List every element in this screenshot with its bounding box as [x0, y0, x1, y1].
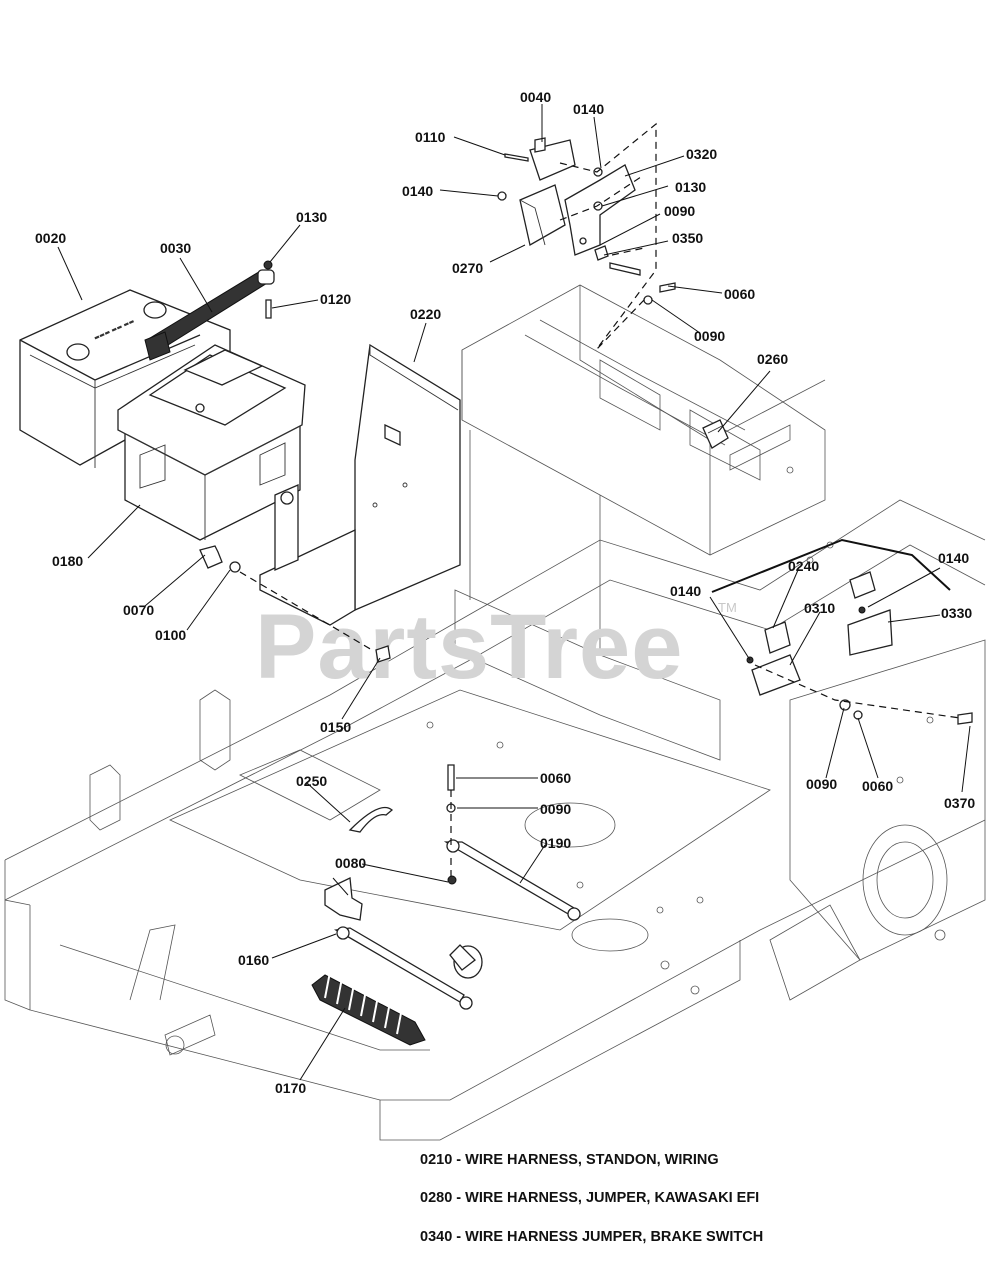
- callout-0090-right: 0090: [806, 776, 837, 792]
- callout-0170: 0170: [275, 1080, 306, 1096]
- hardware: [199, 260, 973, 885]
- callout-0060-lower: 0060: [540, 770, 571, 786]
- leader-lines: [57, 104, 971, 1081]
- callout-0060-right: 0060: [862, 778, 893, 794]
- battery-box: [117, 344, 306, 541]
- callout-0180: 0180: [52, 553, 83, 569]
- callout-0090-mid: 0090: [694, 328, 725, 344]
- callout-0350: 0350: [672, 230, 703, 246]
- callout-labels: 0040 0140 0110 0320 0140 0130 0090 0350 …: [35, 89, 975, 1096]
- note-0210: 0210 - WIRE HARNESS, STANDON, WIRING: [420, 1152, 719, 1168]
- callout-0140-mid: 0140: [670, 583, 701, 599]
- callout-0100: 0100: [155, 627, 186, 643]
- callout-0150: 0150: [320, 719, 351, 735]
- callout-0120: 0120: [320, 291, 351, 307]
- relay-assembly: [497, 137, 641, 276]
- callout-0310: 0310: [804, 600, 835, 616]
- callout-0370: 0370: [944, 795, 975, 811]
- callout-0140-top: 0140: [573, 101, 604, 117]
- callout-0130-upper: 0130: [675, 179, 706, 195]
- callout-0140-right: 0140: [938, 550, 969, 566]
- watermark-tm: TM: [718, 600, 737, 615]
- callout-0160: 0160: [238, 952, 269, 968]
- battery-tray: [259, 343, 461, 626]
- callout-0130-strap: 0130: [296, 209, 327, 225]
- note-0340: 0340 - WIRE HARNESS JUMPER, BRAKE SWITCH: [420, 1229, 764, 1245]
- callout-0080: 0080: [335, 855, 366, 871]
- callout-0190: 0190: [540, 835, 571, 851]
- note-0280: 0280 - WIRE HARNESS, JUMPER, KAWASAKI EF…: [420, 1190, 760, 1206]
- callout-0250: 0250: [296, 773, 327, 789]
- callout-0090-upper: 0090: [664, 203, 695, 219]
- callout-0060-upper: 0060: [724, 286, 755, 302]
- callout-0090-lower: 0090: [540, 801, 571, 817]
- callout-0270: 0270: [452, 260, 483, 276]
- callout-0260: 0260: [757, 351, 788, 367]
- callout-0220: 0220: [410, 306, 441, 322]
- callout-0240: 0240: [788, 558, 819, 574]
- battery-cables: [324, 839, 581, 1010]
- chassis-frame: [4, 284, 986, 1141]
- callout-0070: 0070: [123, 602, 154, 618]
- callout-0020: 0020: [35, 230, 66, 246]
- cable-cover: [311, 971, 426, 1046]
- callout-0140-left: 0140: [402, 183, 433, 199]
- callout-0330: 0330: [941, 605, 972, 621]
- callout-0320: 0320: [686, 146, 717, 162]
- callout-0110: 0110: [415, 129, 446, 145]
- alignment-lines: [239, 122, 961, 876]
- callout-0030: 0030: [160, 240, 191, 256]
- callout-0040: 0040: [520, 89, 551, 105]
